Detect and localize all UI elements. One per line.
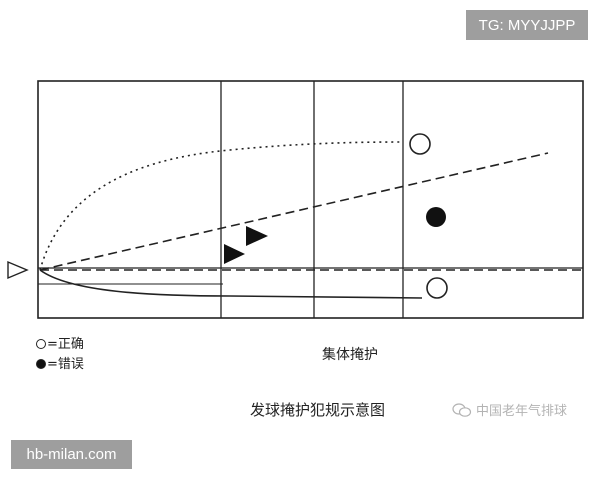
dotted-trajectory <box>39 141 401 271</box>
top-watermark-badge: TG: MYYJJPP <box>466 10 588 40</box>
diagram-caption: 发球掩护犯规示意图 <box>250 401 386 419</box>
screen-player-2-icon <box>224 244 245 264</box>
error-landing-marker-icon <box>426 207 446 227</box>
correct-landing-marker-icon <box>409 133 431 155</box>
group-screen-label: 集体掩护 <box>322 347 378 363</box>
correct-landing-marker-icon-2 <box>426 277 448 299</box>
legend-correct: =正确 <box>36 333 84 352</box>
screen-player-1-icon <box>246 226 268 246</box>
source-watermark: 中国老年气排球 <box>452 400 567 419</box>
legend-error: =错误 <box>36 353 84 372</box>
server-triangle-icon <box>7 260 29 280</box>
court-outline <box>37 80 584 319</box>
solid-trajectory <box>39 269 423 299</box>
bottom-watermark-badge: hb-milan.com <box>11 440 132 469</box>
legend-correct-label: =正确 <box>47 337 84 352</box>
dashed-rising-trajectory <box>39 152 549 271</box>
source-watermark-text: 中国老年气排球 <box>476 404 568 419</box>
filled-circle-icon <box>36 359 46 369</box>
open-circle-icon <box>36 339 46 349</box>
wechat-icon <box>452 402 472 417</box>
legend-error-label: =错误 <box>47 357 84 372</box>
